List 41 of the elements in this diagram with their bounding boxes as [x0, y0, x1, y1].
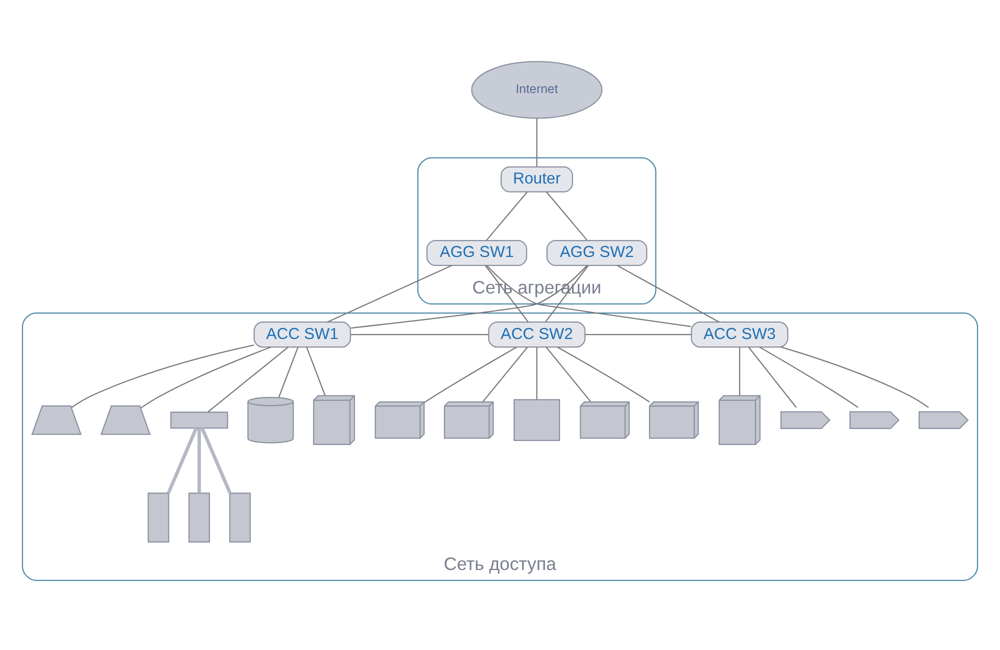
connector [617, 264, 720, 322]
node-box: ACC SW1 [254, 321, 352, 348]
node-laptop [100, 404, 151, 434]
connector [327, 264, 452, 322]
node-camera [780, 410, 830, 428]
node-camera [850, 410, 900, 428]
connector [306, 346, 326, 396]
connector [208, 346, 288, 412]
connector [546, 191, 588, 240]
connector [71, 344, 254, 408]
connector [486, 191, 528, 240]
node-camera [918, 410, 969, 428]
node-box: AGG SW2 [546, 239, 648, 266]
connector [557, 346, 650, 402]
node-box: ACC SW3 [690, 321, 788, 348]
node-ellipse: Internet [471, 60, 603, 118]
node-smartphone [229, 492, 251, 542]
connector [739, 346, 740, 396]
connector [482, 346, 528, 402]
connector [546, 346, 592, 402]
connector [198, 428, 201, 492]
node-box: ACC SW2 [488, 321, 586, 348]
connector [278, 346, 298, 397]
node-box: AGG SW1 [426, 239, 528, 266]
node-router [170, 411, 228, 428]
node-box: Router [500, 166, 574, 192]
connector [585, 334, 692, 335]
connector [536, 346, 538, 399]
node-smartphone [148, 492, 170, 542]
node-smartphone [188, 492, 210, 542]
connector [166, 426, 198, 494]
connector [424, 346, 517, 403]
connector [200, 426, 232, 494]
connector [748, 346, 797, 408]
connector [536, 118, 538, 166]
connector [759, 346, 858, 408]
connector [780, 346, 929, 408]
connector [140, 346, 272, 408]
connector [350, 334, 488, 335]
node-laptop [31, 404, 82, 434]
node-phone [514, 398, 560, 441]
